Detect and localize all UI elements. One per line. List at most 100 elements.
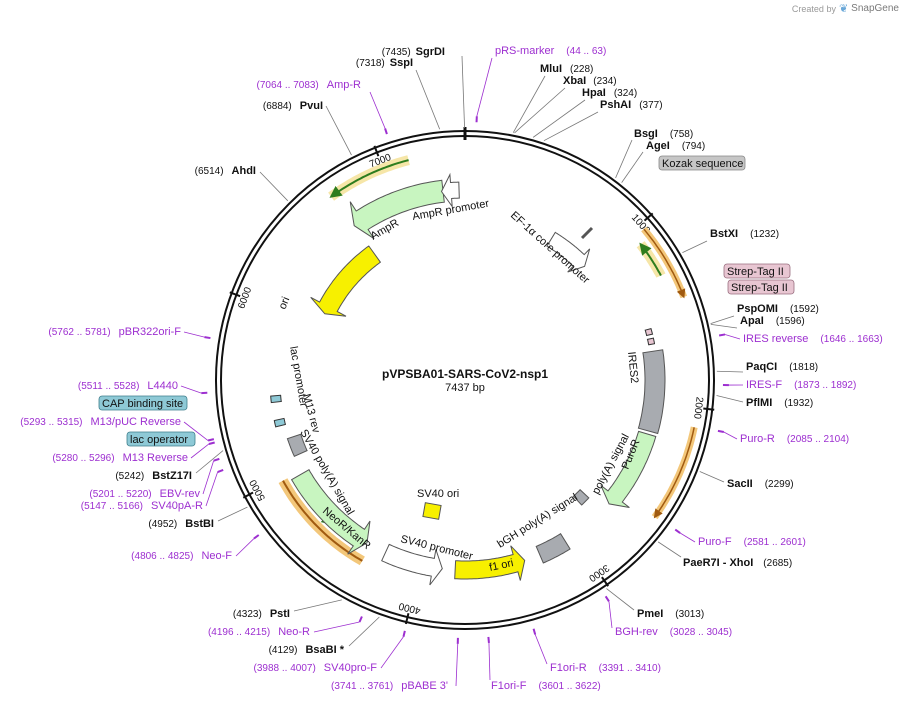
orf-line-1 (639, 242, 662, 277)
primer-m13-puc-reverse: (5293 .. 5315)M13/pUC Reverse (20, 416, 181, 428)
primer-mark-6 (213, 457, 220, 462)
ires2-band (637, 349, 666, 435)
enzyme-leader-4 (532, 99, 586, 138)
tick-label-4000: 4000 (397, 600, 422, 616)
primer-leader-3 (180, 385, 202, 394)
enzyme-leader-1 (415, 69, 441, 130)
primer-amp-r: (7064 .. 7083)Amp-R (257, 79, 362, 91)
ef1a-promoter-arrow (546, 231, 591, 273)
primer-mark-9 (358, 616, 363, 623)
primer-puro-r: Puro-R(2085 .. 2104) (740, 433, 849, 445)
plasmid-size: 7437 bp (445, 382, 485, 394)
primer-leader-16 (723, 431, 738, 440)
enzyme-leader-0 (461, 55, 465, 129)
primer-sv40pa-r: (5147 .. 5166)SV40pA-R (81, 500, 203, 512)
ampr-arrow (349, 179, 445, 240)
enzyme-xbai: XbaI(234) (563, 75, 617, 87)
enzyme-leader-2 (512, 75, 546, 133)
primer-leader-18 (724, 334, 741, 340)
snapgene-logo-icon: ❦ (838, 3, 849, 15)
primer-mark-10 (402, 630, 406, 637)
label-leaders (180, 55, 744, 687)
enzyme-leader-14 (657, 541, 682, 558)
enzyme-sspi: (7318)SspI (356, 57, 413, 69)
enzyme-bsabi: (4129)BsaBI * (269, 644, 345, 656)
enzyme-leader-9 (710, 315, 735, 324)
feature-label-ori: ori (277, 295, 293, 311)
primer-mark-7 (217, 469, 224, 474)
enzyme-leader-17 (293, 599, 342, 612)
tick-label-2000: 2000 (691, 396, 705, 420)
kozak-label: Kozak sequence (662, 158, 743, 170)
primer-leader-9 (313, 621, 360, 633)
enzyme-leader-18 (217, 506, 248, 522)
primer-leader-10 (380, 636, 404, 669)
enzyme-psti: (4323)PstI (233, 608, 290, 620)
enzyme-pvui: (6884)PvuI (263, 100, 323, 112)
primer-leader-11 (455, 643, 459, 687)
enzyme-leader-6 (615, 139, 633, 179)
bgh-polya-band (535, 533, 571, 564)
orange-primer-2-core (653, 427, 695, 519)
feature-label-ef1a: EF-1α core promoter (508, 209, 592, 286)
enzyme-leader-7 (621, 151, 644, 183)
primer-leader-12 (488, 642, 491, 681)
primer-neo-r: (4196 .. 4215)Neo-R (208, 626, 310, 638)
credit-brand: SnapGene (851, 3, 899, 14)
primer-leader-2 (183, 331, 205, 338)
enzyme-leader-15 (606, 588, 635, 611)
neo-orange (282, 480, 363, 562)
primer-mark-16 (717, 429, 725, 433)
enzyme-leader-19 (195, 450, 224, 474)
enzyme-paqci: PaqCI(1818) (746, 361, 818, 373)
primer-puro-f: Puro-F(2581 .. 2601) (698, 536, 806, 548)
primer-leader-7 (205, 471, 218, 507)
primer-labels: pRS-marker(44 .. 63) (7064 .. 7083)Amp-R… (20, 45, 882, 692)
primer-mark-2 (204, 336, 211, 340)
f1ori-arrow (454, 545, 526, 581)
primer-prs-marker: pRS-marker(44 .. 63) (495, 45, 606, 57)
enzyme-apai: ApaI(1596) (740, 315, 805, 327)
primer-pbr322ori-f: (5762 .. 5781)pBR322ori-F (48, 326, 181, 338)
enzyme-leader-20 (259, 171, 289, 202)
tick-2000 (703, 407, 715, 411)
tick-7000 (373, 145, 380, 157)
enzyme-leader-3 (514, 87, 566, 134)
primer-mark-12 (487, 636, 490, 644)
enzyme-leader-11 (716, 370, 744, 373)
enzyme-pflmi: PflMI(1932) (746, 397, 813, 409)
primer-ebv-rev: (5201 .. 5220)EBV-rev (89, 488, 200, 500)
neor-arrow (290, 469, 371, 555)
sv40-promoter-arrow (381, 543, 443, 586)
primer-f1ori-r: F1ori-R(3391 .. 3410) (550, 662, 661, 674)
enzyme-agei: AgeI(794) (646, 140, 705, 152)
feature-label-ires2: IRES2 (625, 351, 640, 384)
kozak-mark (580, 226, 594, 240)
primer-leader-6 (202, 460, 215, 495)
primer-neo-f: (4806 .. 4825)Neo-F (131, 550, 232, 562)
feature-arrows (270, 155, 698, 586)
primer-pbabe3: (3741 .. 3761)pBABE 3' (331, 680, 448, 692)
enzyme-leader-5 (543, 111, 599, 142)
strep-tag-band-1 (644, 328, 654, 337)
cap-site-band (270, 394, 282, 404)
enzyme-leader-12 (716, 395, 744, 403)
enzyme-leader-16 (348, 616, 380, 647)
lac-operator-label: lac operator (130, 434, 188, 446)
enzyme-sacii: SacII(2299) (727, 478, 794, 490)
primer-mark-15 (674, 528, 681, 534)
orange-primer-1-core (643, 228, 686, 299)
feature-label-f1ori: f1 ori (488, 557, 514, 574)
amp-orf-line (329, 159, 409, 198)
enzyme-pspomi: PspOMI(1592) (737, 303, 819, 315)
enzyme-pshai: PshAI(377) (600, 99, 663, 111)
primer-mark-8 (253, 534, 260, 540)
enzyme-ahdi: (6514)AhdI (195, 165, 256, 177)
cap-binding-label: CAP binding site (102, 398, 183, 410)
strep-tag-label-2: Strep-Tag II (731, 282, 788, 294)
credit-prefix: Created by (791, 3, 836, 14)
primer-mark-14 (604, 595, 610, 602)
primer-sv40pro-f: (3988 .. 4007)SV40pro-F (254, 662, 378, 674)
plasmid-name: pVPSBA01-SARS-CoV2-nsp1 (382, 367, 548, 381)
